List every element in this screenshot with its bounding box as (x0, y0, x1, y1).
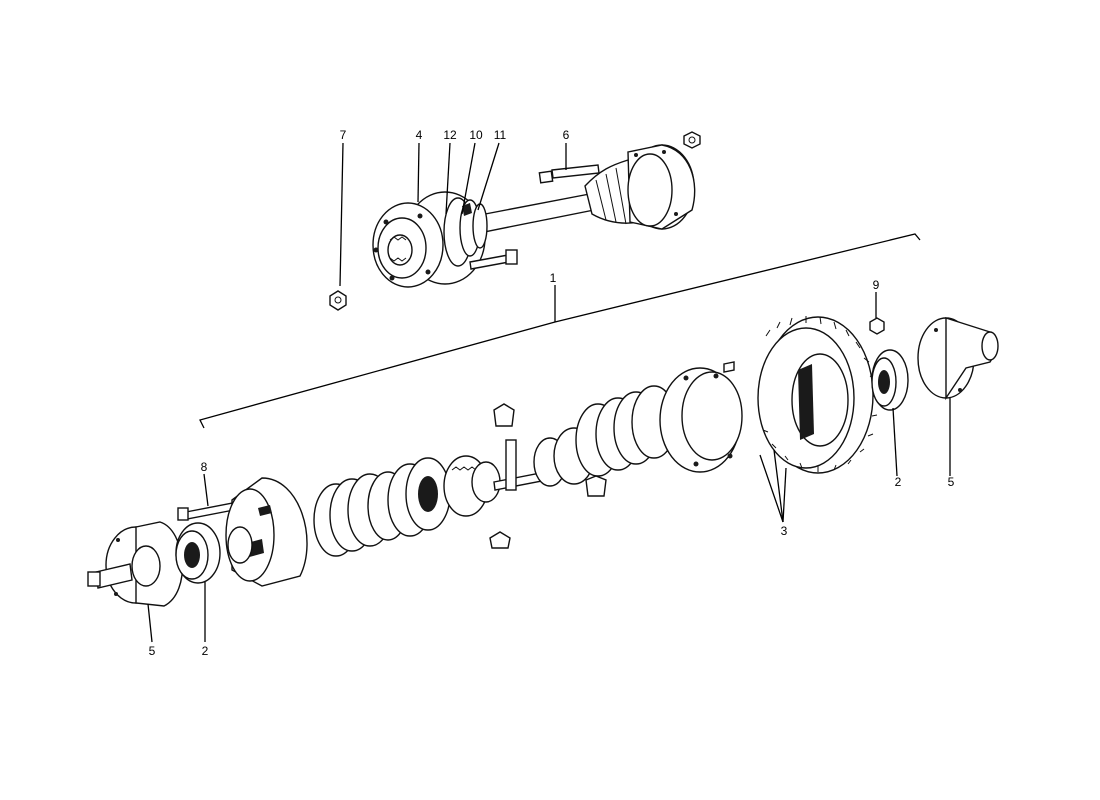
callout-12: 12 (443, 128, 457, 142)
callout-5-right: 5 (948, 475, 955, 489)
callout-2-left: 2 (202, 644, 209, 658)
callout-2-right: 2 (895, 475, 902, 489)
callout-5-left: 5 (149, 644, 156, 658)
callout-7: 7 (340, 128, 347, 142)
drive-shaft-assembly (329, 131, 701, 311)
callout-numbers: 7 4 12 10 11 6 1 9 2 5 3 8 5 2 (149, 128, 955, 658)
differential-assembly (87, 316, 999, 607)
leader-lines (147, 142, 951, 643)
callout-9: 9 (873, 278, 880, 292)
callout-6: 6 (563, 128, 570, 142)
callout-1: 1 (550, 271, 557, 285)
callout-8: 8 (201, 460, 208, 474)
callout-11: 11 (494, 128, 507, 142)
callout-4: 4 (416, 128, 423, 142)
callout-3: 3 (781, 524, 788, 538)
group-bracket (199, 233, 921, 429)
callout-10: 10 (469, 128, 483, 142)
